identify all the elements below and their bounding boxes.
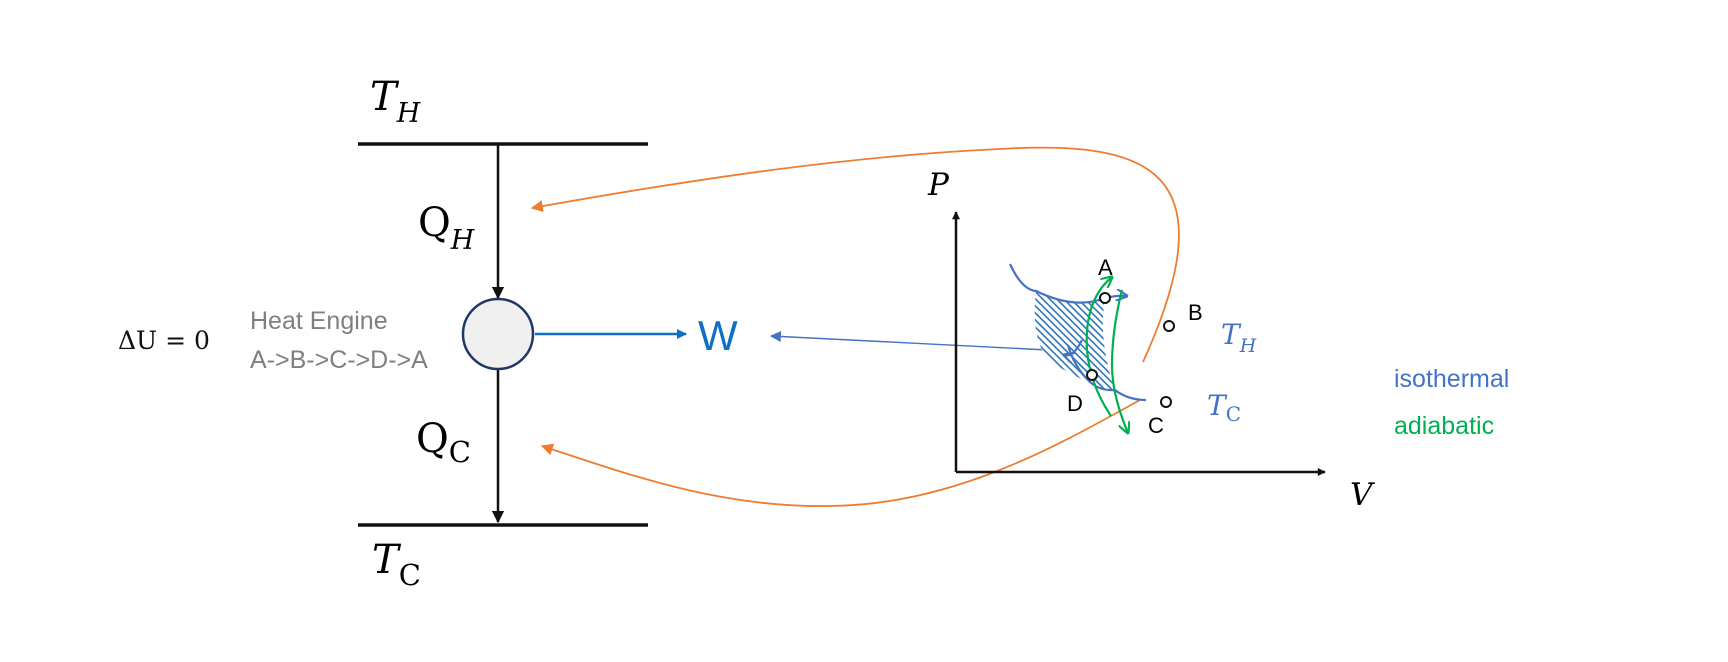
heat-out-subscript: C bbox=[449, 435, 471, 469]
hot-isotherm-symbol: T bbox=[1221, 318, 1242, 351]
adiabat-da-curve bbox=[1085, 277, 1112, 417]
point-d-marker bbox=[1086, 369, 1098, 381]
heat-out-label: QC bbox=[416, 416, 471, 469]
point-b-label: B bbox=[1188, 300, 1203, 325]
cold-reservoir-label: TC bbox=[372, 537, 421, 592]
cycle-sequence: A->B->C->D->A bbox=[250, 346, 428, 374]
pv-y-axis-label: P bbox=[927, 167, 950, 203]
cold-isotherm-connector-curve bbox=[540, 399, 1141, 507]
hot-isotherm-subscript: H bbox=[1239, 335, 1257, 357]
cold-reservoir-subscript: C bbox=[399, 558, 421, 592]
delta-u-label: ΔU = 0 bbox=[118, 326, 210, 355]
heat-out-symbol: Q bbox=[416, 416, 449, 462]
hot-isotherm-curve bbox=[1009, 263, 1127, 304]
work-area-connector-arrow bbox=[769, 331, 1069, 352]
point-a-label: A bbox=[1098, 255, 1113, 280]
hot-isotherm-connector-curve bbox=[530, 146, 1180, 363]
hot-reservoir-symbol: T bbox=[370, 74, 400, 120]
cold-reservoir: TC bbox=[358, 523, 648, 592]
heat-in-label: QH bbox=[418, 200, 475, 256]
point-d-label: D bbox=[1067, 391, 1083, 416]
heat-in-symbol: Q bbox=[418, 200, 451, 246]
cold-isotherm-symbol: T bbox=[1207, 389, 1228, 422]
heat-engine-circle bbox=[461, 297, 535, 371]
point-c-marker bbox=[1160, 396, 1172, 408]
heat-engine-title: Heat Engine bbox=[250, 307, 388, 335]
point-a-marker bbox=[1099, 292, 1111, 304]
point-b-marker bbox=[1163, 320, 1175, 332]
hot-isotherm-label: TH bbox=[1221, 318, 1257, 357]
hot-reservoir-subscript: H bbox=[396, 98, 421, 129]
heat-in-subscript: H bbox=[450, 225, 475, 256]
cold-isotherm-subscript: C bbox=[1226, 402, 1241, 426]
legend-isothermal: isothermal bbox=[1394, 365, 1509, 393]
work-label: W bbox=[698, 312, 738, 359]
hot-reservoir: TH bbox=[358, 74, 648, 146]
adiabat-da-tail bbox=[1064, 339, 1083, 355]
work-area-hatch bbox=[1034, 291, 1115, 391]
cold-reservoir-symbol: T bbox=[372, 537, 402, 583]
cold-isotherm-curve bbox=[1066, 344, 1147, 402]
point-c-label: C bbox=[1148, 413, 1164, 438]
hot-reservoir-label: TH bbox=[370, 74, 421, 129]
pv-diagram: P V A B C D TH TC bbox=[927, 167, 1376, 513]
adiabat-bc-curve bbox=[1110, 289, 1128, 433]
pv-x-axis-label: V bbox=[1350, 477, 1376, 513]
legend-adiabatic: adiabatic bbox=[1394, 412, 1494, 440]
cold-isotherm-label: TC bbox=[1207, 389, 1241, 426]
